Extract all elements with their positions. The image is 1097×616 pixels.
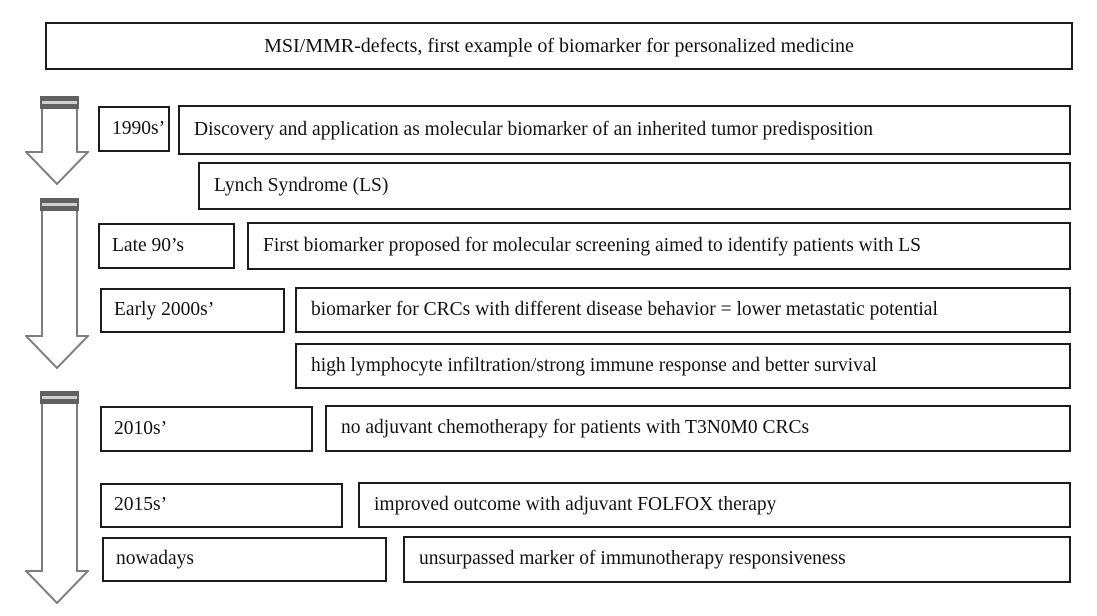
down-arrow-icon: [25, 197, 89, 369]
timeline-label-late-90s: Late 90’s: [98, 223, 235, 269]
timeline-event-box: Discovery and application as molecular b…: [178, 105, 1071, 155]
timeline-event-text: no adjuvant chemotherapy for patients wi…: [341, 417, 810, 439]
timeline-label-text: Late 90’s: [112, 234, 185, 256]
timeline-event-box: unsurpassed marker of immunotherapy resp…: [403, 536, 1071, 583]
timeline-event-text: First biomarker proposed for molecular s…: [263, 234, 921, 256]
timeline-label-text: 2010s’: [114, 417, 168, 439]
down-arrow-icon: [25, 390, 89, 604]
title-text: MSI/MMR-defects, first example of biomar…: [264, 34, 854, 57]
title-box: MSI/MMR-defects, first example of biomar…: [45, 22, 1073, 70]
timeline-label-nowadays: nowadays: [102, 537, 387, 582]
timeline-label-text: nowadays: [116, 548, 194, 570]
timeline-event-box: high lymphocyte infiltration/strong immu…: [295, 343, 1071, 389]
timeline-label-2010s: 2010s’: [100, 406, 313, 452]
timeline-event-text: unsurpassed marker of immunotherapy resp…: [419, 548, 846, 570]
timeline-event-box: biomarker for CRCs with different diseas…: [295, 287, 1071, 333]
timeline-event-box: Lynch Syndrome (LS): [198, 162, 1071, 210]
timeline-event-text: high lymphocyte infiltration/strong immu…: [311, 354, 877, 376]
timeline-label-text: 2015s’: [114, 494, 168, 516]
timeline-event-text: Discovery and application as molecular b…: [194, 118, 874, 140]
timeline-label-text: 1990s’: [112, 117, 166, 139]
timeline-label-early-2000s: Early 2000s’: [100, 288, 285, 333]
timeline-event-box: improved outcome with adjuvant FOLFOX th…: [358, 482, 1071, 528]
timeline-event-box: First biomarker proposed for molecular s…: [247, 222, 1071, 270]
timeline-event-text: improved outcome with adjuvant FOLFOX th…: [374, 493, 777, 515]
timeline-label-1990s: 1990s’: [98, 106, 170, 152]
timeline-event-text: Lynch Syndrome (LS): [214, 174, 389, 196]
timeline-event-text: biomarker for CRCs with different diseas…: [311, 298, 938, 320]
timeline-event-box: no adjuvant chemotherapy for patients wi…: [325, 405, 1071, 452]
down-arrow-icon: [25, 95, 89, 185]
timeline-label-2015s: 2015s’: [100, 483, 343, 528]
timeline-label-text: Early 2000s’: [114, 299, 215, 321]
